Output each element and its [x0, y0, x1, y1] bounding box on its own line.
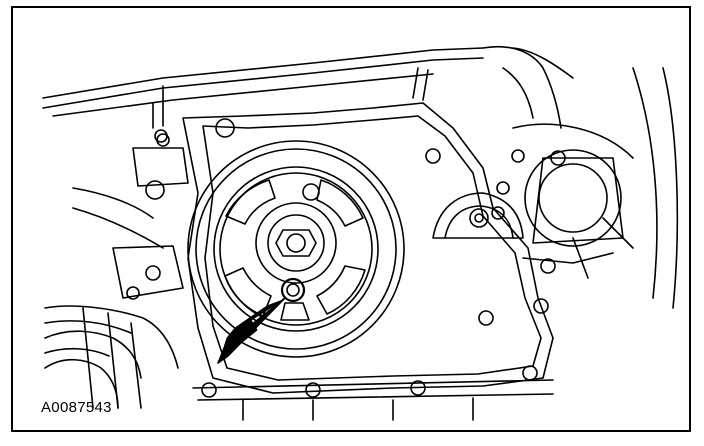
oil-pan-lines [192, 379, 554, 421]
cover-bolts [156, 118, 549, 398]
upper-engine-outline [42, 45, 574, 129]
pointer-arrow [217, 297, 286, 364]
engine-front-cover-illustration [42, 45, 679, 421]
idler-pulley [432, 192, 524, 239]
right-accessory-assembly [491, 67, 679, 309]
left-side-components [44, 129, 189, 409]
illustration-frame: A0087543 [11, 6, 691, 432]
figure-id-label: A0087543 [41, 399, 112, 416]
front-cover-outline [182, 102, 554, 394]
crankshaft-pulley [187, 140, 405, 358]
